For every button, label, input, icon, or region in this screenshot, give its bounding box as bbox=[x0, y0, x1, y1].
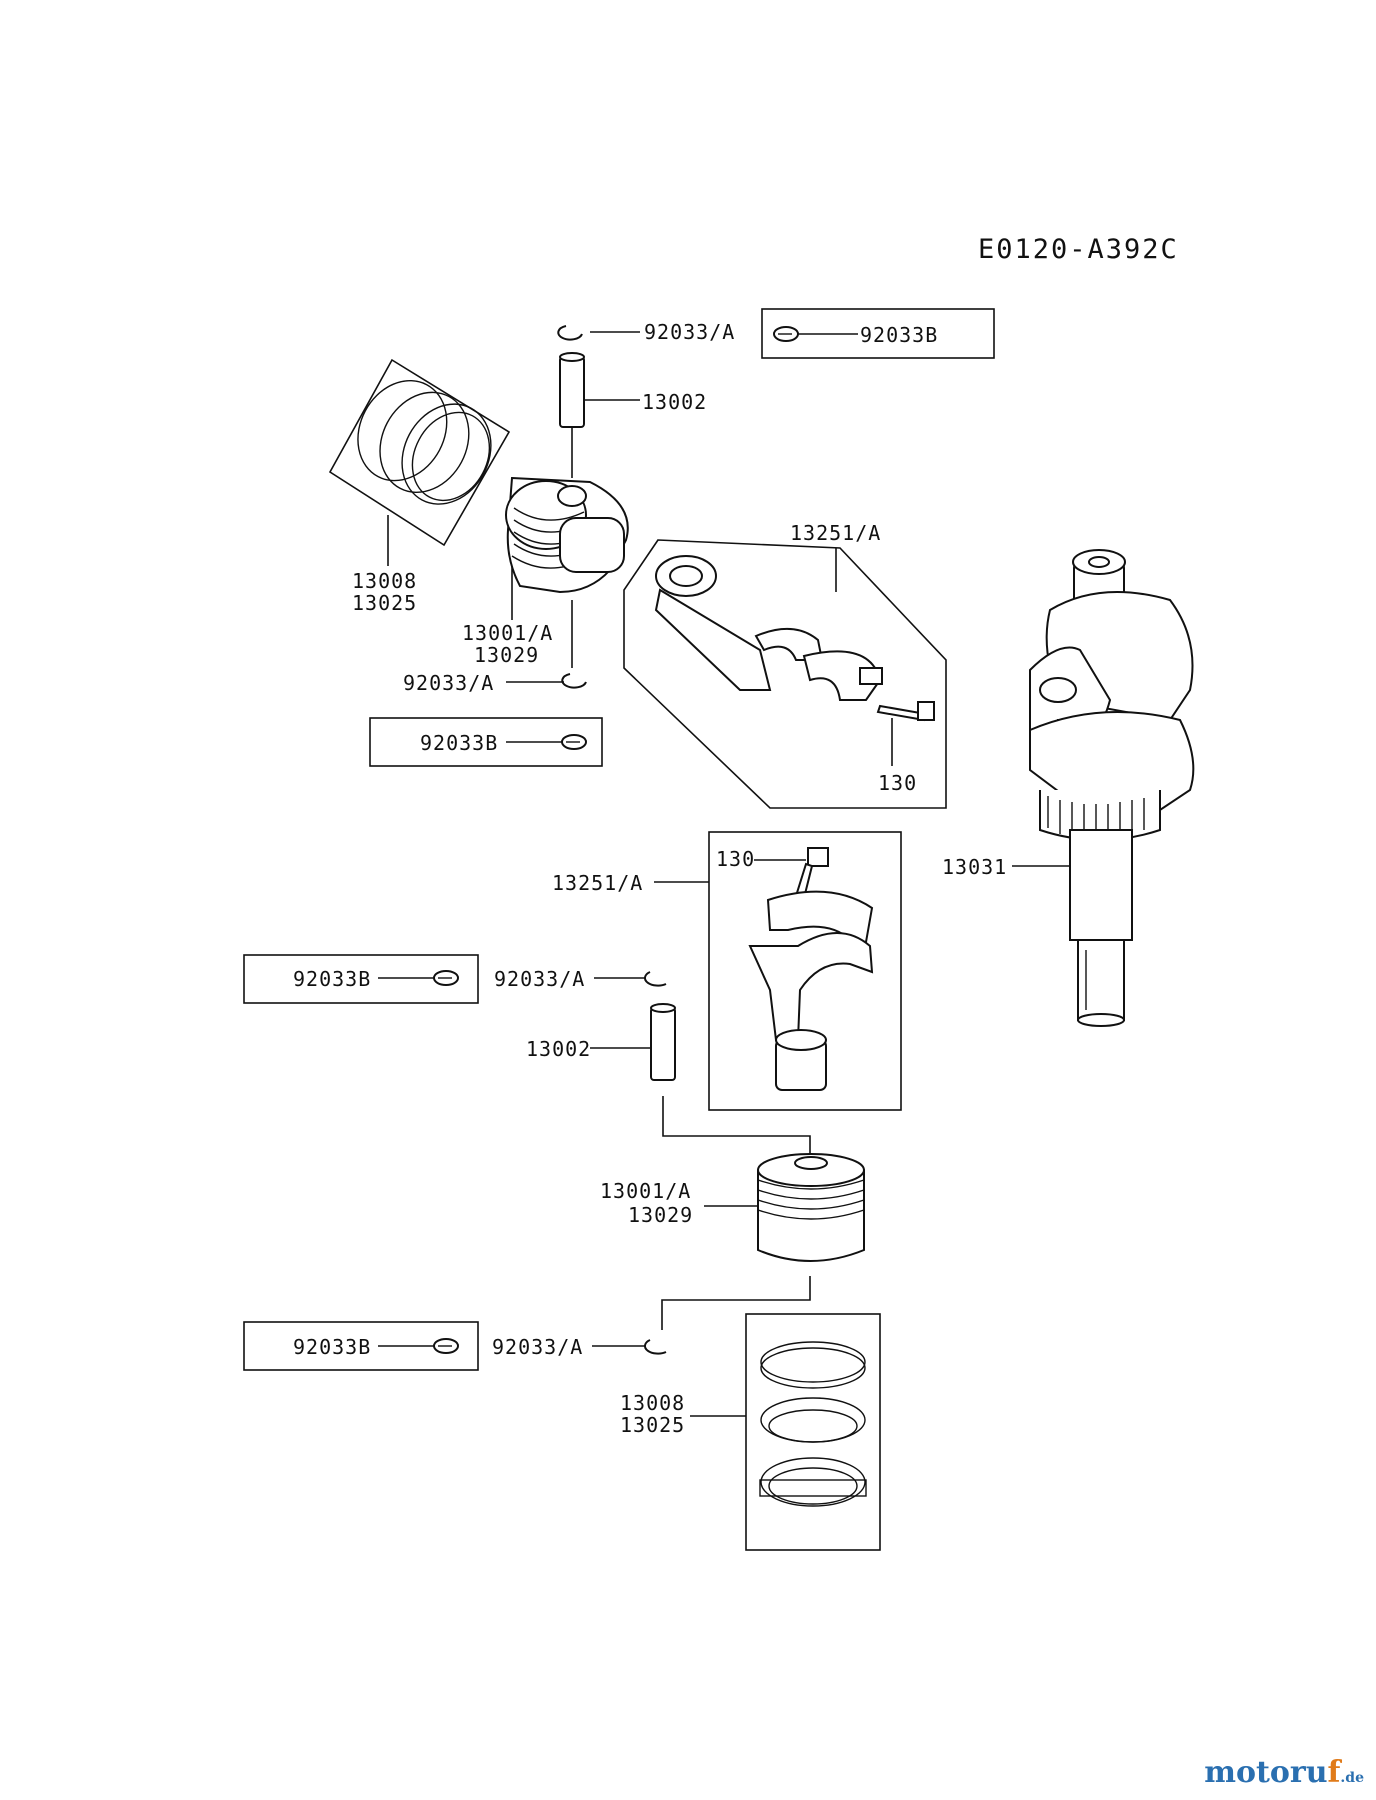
watermark-accent: f bbox=[1327, 1755, 1341, 1790]
conrod-box-low bbox=[708, 831, 902, 1111]
box-92033b-low1 bbox=[243, 954, 479, 1004]
watermark-main: motoru bbox=[1204, 1755, 1328, 1790]
label-13001a-top[interactable]: 13001/A bbox=[462, 621, 553, 645]
watermark-logo: motoruf.de bbox=[1204, 1755, 1364, 1790]
box-92033b-low2 bbox=[243, 1321, 479, 1371]
label-13008-top[interactable]: 13008 bbox=[352, 569, 417, 593]
label-92033a-mid[interactable]: 92033/A bbox=[403, 671, 494, 695]
bolt-icon-top bbox=[876, 701, 935, 722]
label-13002-top[interactable]: 13002 bbox=[642, 390, 707, 414]
piston-icon-top bbox=[505, 476, 629, 594]
box-92033b-mid bbox=[369, 717, 603, 767]
box-92033b-top bbox=[761, 308, 995, 359]
label-13029-low[interactable]: 13029 bbox=[628, 1203, 693, 1227]
label-13025-low[interactable]: 13025 bbox=[620, 1413, 685, 1437]
label-92033b-low1[interactable]: 92033B bbox=[293, 967, 371, 991]
diagram-code: E0120-A392C bbox=[978, 234, 1179, 265]
circlip-b-icon-low2 bbox=[433, 1338, 459, 1354]
circlip-b-icon-mid bbox=[561, 734, 587, 750]
piston-pin-icon-top bbox=[559, 352, 585, 428]
label-92033a-low2[interactable]: 92033/A bbox=[492, 1335, 583, 1359]
bolt-icon-low bbox=[794, 847, 829, 900]
leader-piston-circlip-low bbox=[661, 1276, 811, 1330]
circlip-icon-mid bbox=[561, 673, 587, 689]
label-92033b-mid[interactable]: 92033B bbox=[420, 731, 498, 755]
piston-pin-icon-low bbox=[650, 1003, 676, 1081]
label-13029-top[interactable]: 13029 bbox=[474, 643, 539, 667]
crankshaft-icon bbox=[1029, 549, 1195, 1027]
circlip-b-icon-top bbox=[773, 326, 799, 342]
circlip-icon-low1 bbox=[643, 971, 667, 987]
label-13008-low[interactable]: 13008 bbox=[620, 1391, 685, 1415]
label-92033a-low1[interactable]: 92033/A bbox=[494, 967, 585, 991]
label-13251a-low[interactable]: 13251/A bbox=[552, 871, 643, 895]
label-130-low[interactable]: 130 bbox=[716, 847, 755, 871]
watermark-tld: .de bbox=[1340, 1770, 1364, 1786]
label-13002-low[interactable]: 13002 bbox=[526, 1037, 591, 1061]
ring-set-box-low bbox=[745, 1313, 881, 1551]
connecting-rod-icon-low bbox=[748, 890, 874, 1091]
label-92033b-low2[interactable]: 92033B bbox=[293, 1335, 371, 1359]
label-92033b-top[interactable]: 92033B bbox=[860, 323, 938, 347]
label-92033a-top[interactable]: 92033/A bbox=[644, 320, 735, 344]
circlip-icon-low2 bbox=[643, 1339, 667, 1355]
label-13031[interactable]: 13031 bbox=[942, 855, 1007, 879]
ring-set-box-top bbox=[328, 358, 511, 547]
connecting-rod-icon-top bbox=[654, 555, 883, 701]
label-13251a-top[interactable]: 13251/A bbox=[790, 521, 881, 545]
circlip-icon-top bbox=[557, 325, 583, 341]
label-13025-top[interactable]: 13025 bbox=[352, 591, 417, 615]
circlip-b-icon-low1 bbox=[433, 970, 459, 986]
ring-set-icon-low bbox=[759, 1341, 867, 1507]
label-130-top[interactable]: 130 bbox=[878, 771, 917, 795]
piston-icon-low bbox=[757, 1153, 865, 1262]
label-13001a-low[interactable]: 13001/A bbox=[600, 1179, 691, 1203]
conrod-box-top bbox=[623, 539, 947, 809]
leader-pin-piston-low bbox=[662, 1096, 811, 1160]
